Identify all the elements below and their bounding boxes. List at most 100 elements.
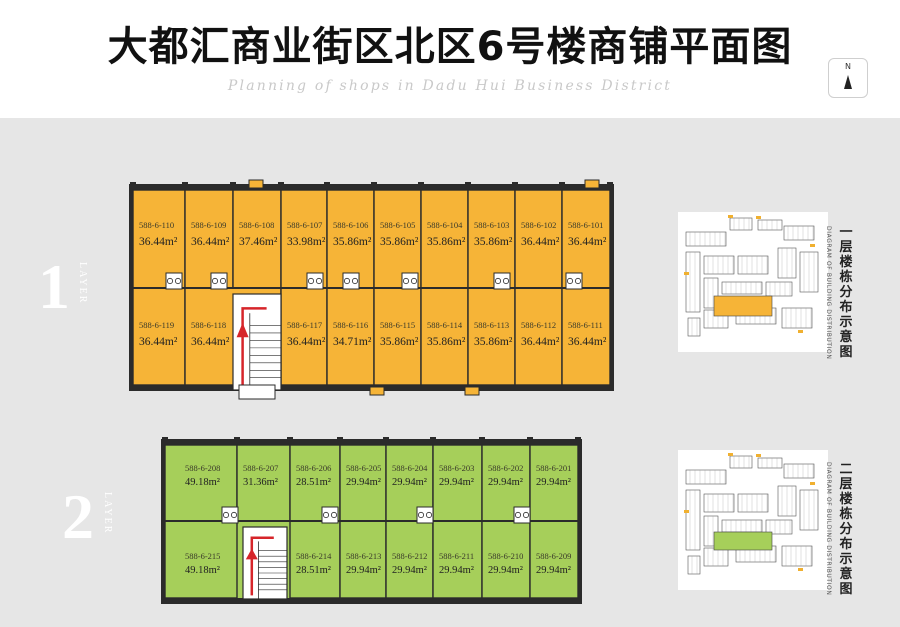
stair-arrow (241, 307, 267, 386)
shop-area: 31.36m² (243, 477, 278, 488)
stair-arrow-head-icon (236, 322, 249, 338)
map-building (729, 455, 753, 469)
column (430, 437, 436, 445)
shop-area: 36.44m² (287, 336, 326, 348)
shop-code: 588-6-204 (392, 463, 428, 473)
shop-code: 588-6-109 (191, 220, 226, 230)
map-building (757, 457, 783, 469)
shop-code: 588-6-206 (296, 463, 331, 473)
shop-area: 35.86m² (427, 236, 466, 248)
fixture-circle (322, 511, 330, 519)
shop-room (339, 520, 387, 599)
map-building (729, 217, 753, 231)
shop-code: 588-6-203 (439, 463, 474, 473)
fixture-circle (343, 277, 351, 285)
stair-arrow (250, 536, 274, 596)
shop-area: 36.44m² (191, 336, 230, 348)
shop-code: 588-6-110 (139, 220, 174, 230)
fixture-box (306, 272, 324, 290)
shop-area: 36.44m² (191, 236, 230, 248)
map-building (781, 307, 813, 329)
shop-area: 37.46m² (239, 236, 278, 248)
shop-room (164, 520, 238, 599)
shop-588-6-109: 588-6-109 36.44m² (184, 189, 234, 289)
shop-code: 588-6-107 (287, 220, 322, 230)
floor-1-plan: 588-6-11036.44m²588-6-10936.44m²588-6-10… (129, 179, 614, 400)
fixture-circle (522, 511, 530, 519)
floor-1-layer-label: LAYER (77, 262, 88, 305)
shop-room (280, 287, 328, 386)
door-icon (248, 179, 264, 189)
fixture-circle (425, 511, 433, 519)
shop-code: 588-6-214 (296, 551, 332, 561)
shop-area: 36.44m² (521, 236, 560, 248)
shop-area: 35.86m² (380, 336, 419, 348)
shop-code: 588-6-119 (139, 320, 174, 330)
fixture-box (401, 272, 419, 290)
shop-area: 49.18m² (185, 565, 220, 576)
floor-2-location-caption: 二层楼栋分布示意图 (839, 462, 853, 597)
door-icon (584, 179, 600, 189)
shop-area: 29.94m² (536, 477, 571, 488)
fixture-circle (174, 277, 182, 285)
shop-area: 29.94m² (439, 565, 474, 576)
fixture-box (565, 272, 583, 290)
compass-letter: N (845, 62, 851, 71)
map-building (721, 281, 763, 295)
shop-room (481, 520, 531, 599)
fixture-box (342, 272, 360, 290)
fixture-circle (166, 277, 174, 285)
map-marker-icon (728, 215, 733, 218)
map-building (685, 231, 727, 247)
fixture-circle (566, 277, 574, 285)
shop-area: 36.44m² (139, 236, 178, 248)
shop-area: 29.94m² (488, 477, 523, 488)
fixture-circle (222, 511, 230, 519)
fixture-circle (230, 511, 238, 519)
fixture-circle (514, 511, 522, 519)
floor-1-location-caption-en: DIAGRAM OF BUILDING DISTRIBUTION (825, 226, 832, 360)
floor-2-location-caption-en: DIAGRAM OF BUILDING DISTRIBUTION (825, 462, 832, 596)
fixture-circle (211, 277, 219, 285)
shop-code: 588-6-211 (439, 551, 474, 561)
fixture-circle (502, 277, 510, 285)
shop-area: 29.94m² (392, 477, 427, 488)
shop-area: 36.44m² (139, 336, 178, 348)
shop-area: 36.44m² (521, 336, 560, 348)
shop-code: 588-6-210 (488, 551, 523, 561)
column (418, 182, 424, 190)
shop-code: 588-6-104 (427, 220, 463, 230)
fixture-circle (315, 277, 323, 285)
shop-area: 29.94m² (392, 565, 427, 576)
shop-area: 36.44m² (568, 236, 607, 248)
shop-code: 588-6-113 (474, 320, 509, 330)
fixture-circle (410, 277, 418, 285)
shop-code: 588-6-114 (427, 320, 463, 330)
shop-code: 588-6-103 (474, 220, 509, 230)
map-building (783, 225, 815, 241)
map-building (687, 555, 701, 575)
column (130, 182, 136, 190)
column (512, 182, 518, 190)
shop-room (232, 189, 282, 289)
shop-area: 36.44m² (568, 336, 607, 348)
shop-area: 35.86m² (380, 236, 419, 248)
shop-area: 49.18m² (185, 477, 220, 488)
shop-area: 28.51m² (296, 477, 331, 488)
shop-area: 35.86m² (333, 236, 372, 248)
shop-area: 29.94m² (346, 477, 381, 488)
column (287, 437, 293, 445)
fixture-box (493, 272, 511, 290)
shop-area: 33.98m² (287, 236, 326, 248)
fixture-circle (402, 277, 410, 285)
